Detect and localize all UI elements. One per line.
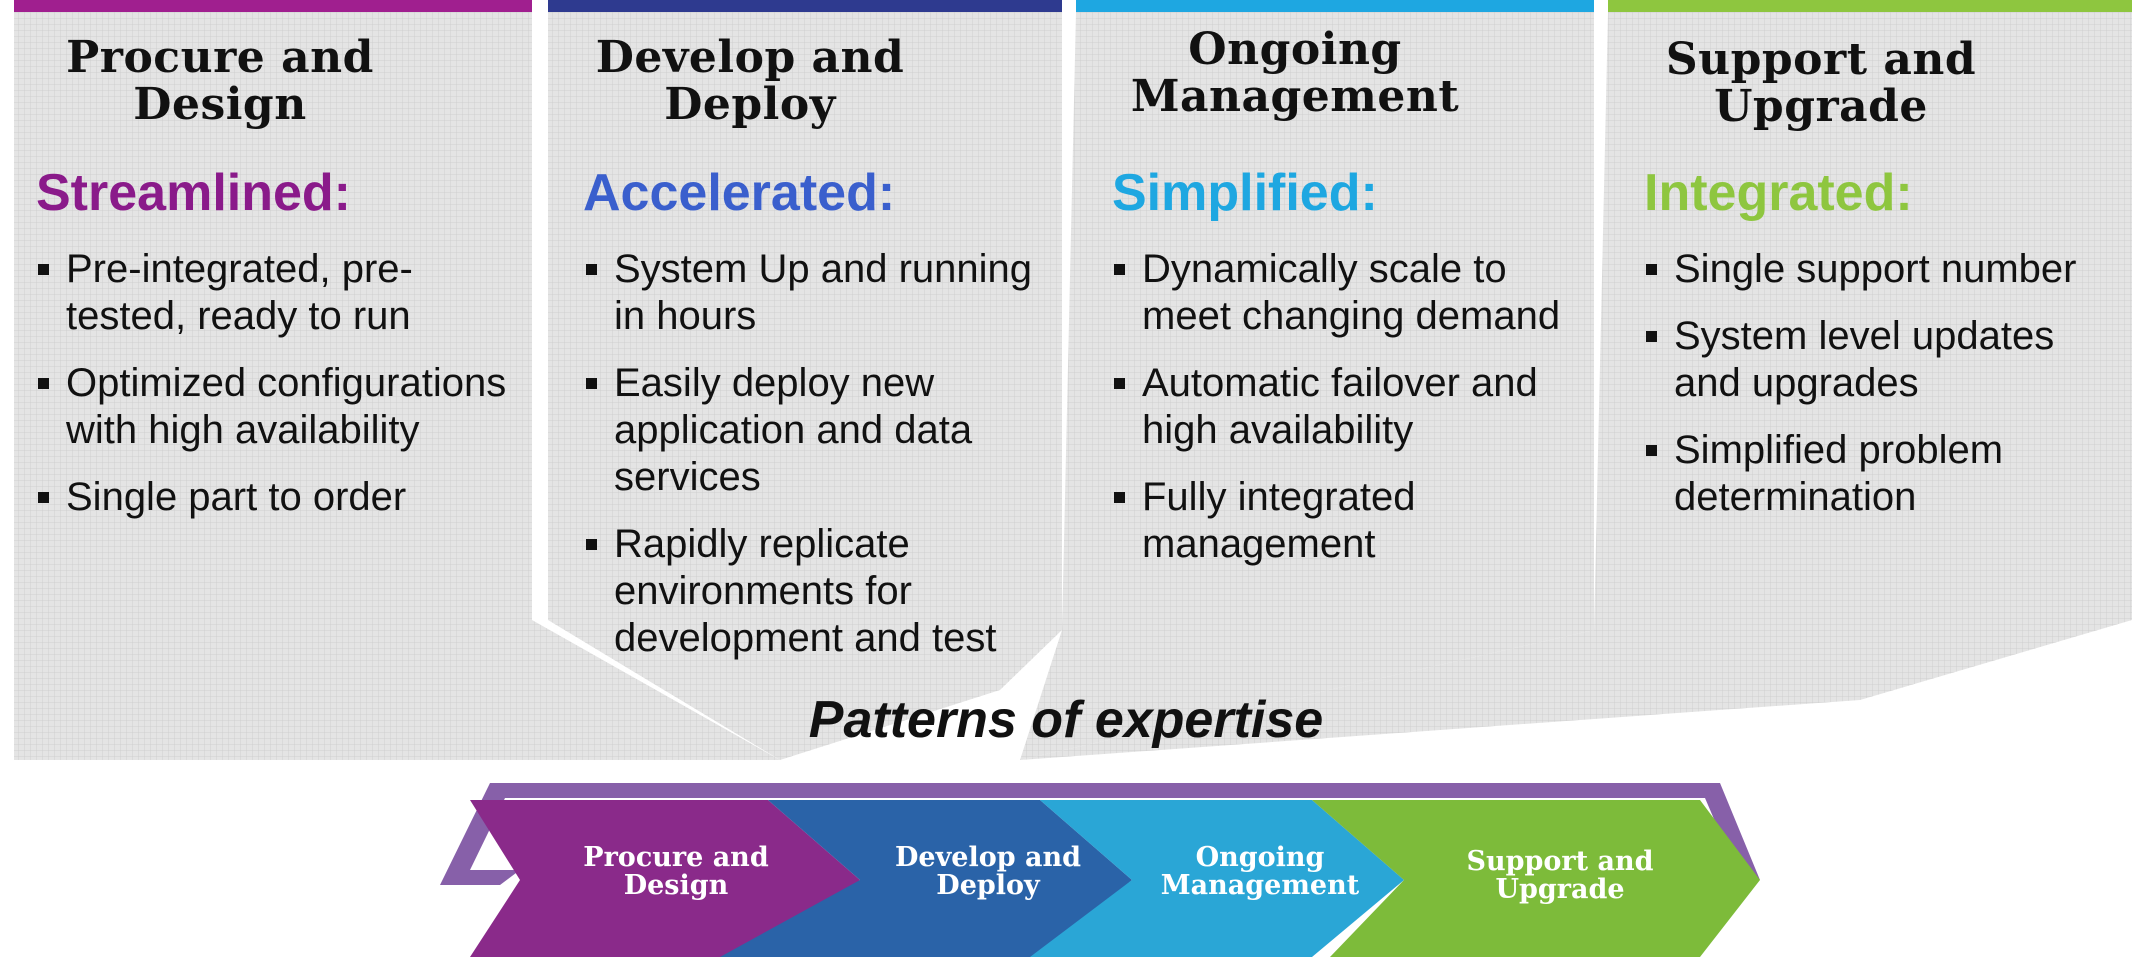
flow-step-2 (720, 800, 1132, 957)
flow-step-3-label: Ongoing Management (1140, 844, 1380, 900)
flow-step-1-label: Procure and Design (556, 844, 796, 900)
flow-loop-arrow (440, 783, 1760, 885)
column-2-panel (548, 12, 1062, 760)
flow-step-1-line1: Procure and (583, 842, 769, 873)
column-4-bullet: Single support number (1644, 246, 2132, 293)
flow-step-2-line1: Develop and (894, 842, 1081, 873)
column-1-heading-line1: Procure and (66, 32, 374, 83)
flow-step-3-line1: Ongoing (1195, 842, 1325, 873)
column-2-heading-line1: Develop and (595, 32, 905, 83)
column-2-bullets: System Up and running in hours Easily de… (584, 246, 1044, 682)
column-1-bullets: Pre-integrated, pre-tested, ready to run… (36, 246, 531, 541)
patterns-label: Patterns of expertise (808, 691, 1324, 749)
column-2-heading: Develop and Deploy (570, 34, 930, 128)
column-4-heading-line1: Support and (1665, 34, 1977, 85)
flow-step-4-line1: Support and (1466, 846, 1654, 877)
column-4-heading-line2: Upgrade (1714, 81, 1928, 132)
column-3-bullet: Fully integrated management (1112, 474, 1592, 568)
column-3-panel (1020, 12, 1594, 760)
column-1-heading: Procure and Design (40, 34, 400, 128)
column-1-heading-line2: Design (133, 79, 307, 130)
column-3-heading-line2: Management (1130, 71, 1460, 122)
column-4-bullet: Simplified problem determination (1644, 427, 2132, 521)
flow-step-4 (1312, 800, 1760, 957)
column-2-bullet: Rapidly replicate environments for devel… (584, 521, 1044, 662)
column-4-panel (1020, 12, 2132, 760)
flow-step-3-line2: Management (1160, 870, 1360, 901)
column-4-subtitle: Integrated: (1644, 164, 1913, 222)
column-1-bullet: Pre-integrated, pre-tested, ready to run (36, 246, 531, 340)
flow-step-4-line2: Upgrade (1495, 874, 1625, 905)
column-1-bullet: Single part to order (36, 474, 531, 521)
flow-step-1-line2: Design (623, 870, 729, 901)
column-3-bullet: Automatic failover and high availability (1112, 360, 1592, 454)
flow-step-2-line2: Deploy (936, 870, 1040, 901)
column-1-bullet: Optimized configurations with high avail… (36, 360, 531, 454)
top-bar-3 (1076, 0, 1594, 12)
top-bar-1 (14, 0, 532, 12)
column-2-bullet: System Up and running in hours (584, 246, 1044, 340)
column-1-panel (14, 12, 780, 760)
column-3-subtitle: Simplified: (1112, 164, 1378, 222)
column-3-heading: Ongoing Management (1110, 26, 1480, 120)
top-bar-4 (1608, 0, 2132, 12)
column-4-bullets: Single support number System level updat… (1644, 246, 2132, 541)
column-3-bullets: Dynamically scale to meet changing deman… (1112, 246, 1592, 588)
column-3-heading-line1: Ongoing (1188, 24, 1402, 75)
column-2-subtitle: Accelerated: (583, 164, 896, 222)
column-1-subtitle: Streamlined: (36, 164, 351, 222)
column-2-heading-line2: Deploy (664, 79, 836, 130)
flow-step-4-label: Support and Upgrade (1440, 848, 1680, 904)
column-4-bullet: System level updates and upgrades (1644, 313, 2132, 407)
flow-step-1 (470, 800, 860, 957)
column-4-heading: Support and Upgrade (1636, 36, 2006, 130)
column-2-bullet: Easily deploy new application and data s… (584, 360, 1044, 501)
top-bar-2 (548, 0, 1062, 12)
flow-step-2-label: Develop and Deploy (868, 844, 1108, 900)
column-3-bullet: Dynamically scale to meet changing deman… (1112, 246, 1592, 340)
flow-step-3 (1030, 800, 1404, 957)
